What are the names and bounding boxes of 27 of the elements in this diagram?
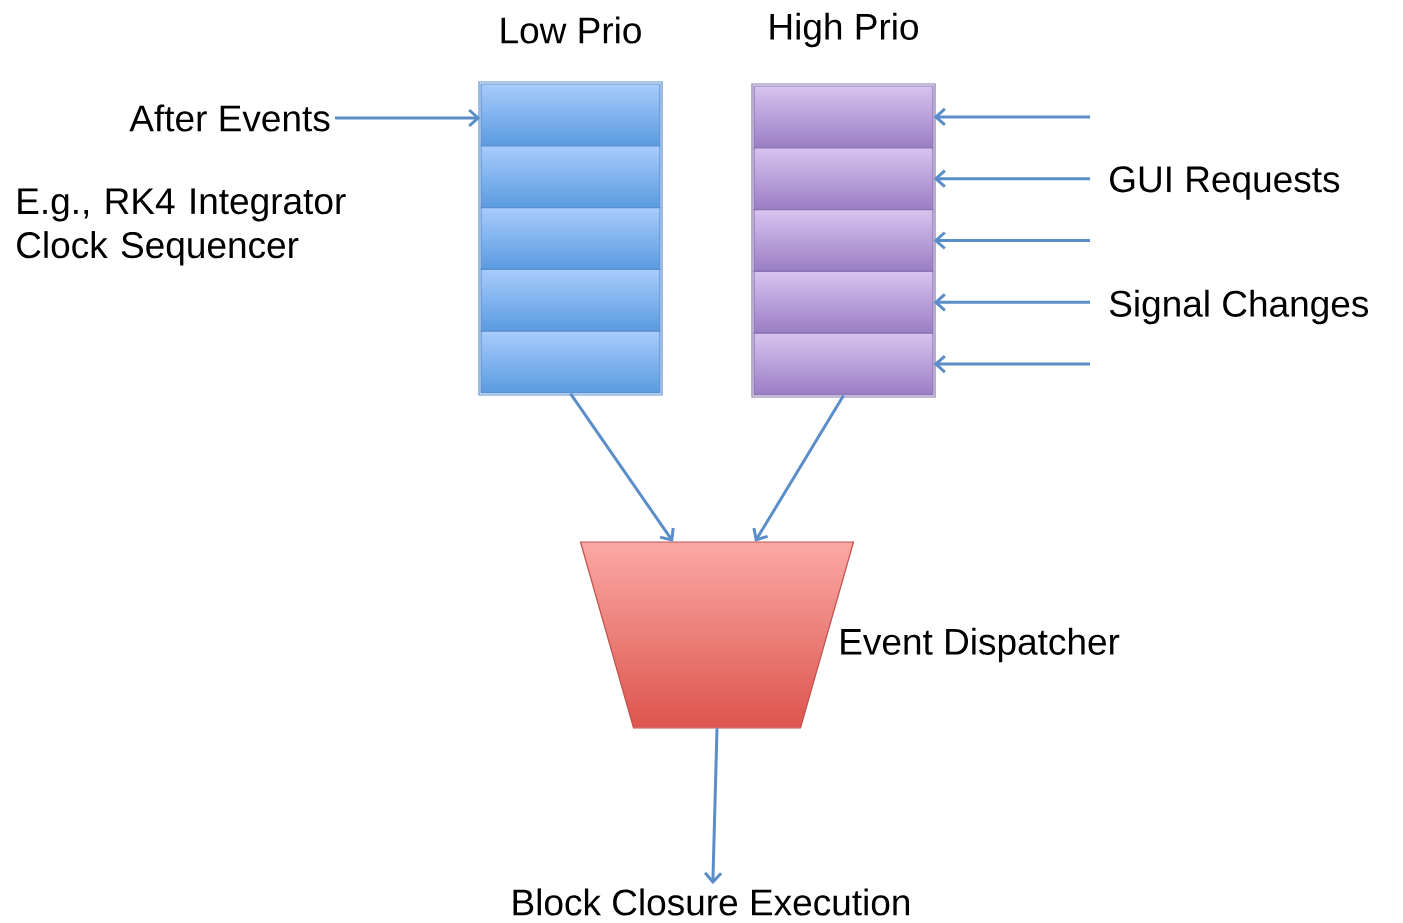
queue-slot bbox=[480, 207, 661, 270]
arrow bbox=[703, 728, 723, 885]
text-label: Block Closure Execution bbox=[513, 888, 910, 916]
queue-slot bbox=[753, 332, 934, 396]
dispatcher-label: Event Dispatcher bbox=[841, 627, 1120, 663]
text-label: After Events bbox=[129, 104, 330, 132]
queue-heading: Low Prio bbox=[478, 16, 663, 396]
queue-slot bbox=[480, 268, 661, 332]
arrow bbox=[335, 108, 481, 128]
queue-slot bbox=[753, 270, 934, 334]
queue-slot bbox=[753, 147, 934, 211]
queue-slot bbox=[480, 145, 661, 209]
text-label: GUI Requests bbox=[1110, 166, 1340, 200]
arrow bbox=[752, 394, 845, 542]
arrow bbox=[933, 169, 1090, 188]
arrow bbox=[933, 231, 1090, 250]
arrow bbox=[933, 107, 1090, 127]
text-label: Signal Changes bbox=[1109, 289, 1368, 325]
arrow bbox=[933, 293, 1090, 312]
queue-slot bbox=[753, 85, 934, 149]
queue-heading: High Prio bbox=[751, 12, 936, 398]
arrow bbox=[569, 392, 675, 542]
queue-slot bbox=[480, 83, 661, 147]
queue-slot bbox=[480, 330, 661, 394]
text-label: E.g., RK4 Integrator Clock Sequencer bbox=[17, 188, 346, 266]
arrow bbox=[933, 354, 1090, 374]
queue-slot bbox=[753, 209, 934, 272]
